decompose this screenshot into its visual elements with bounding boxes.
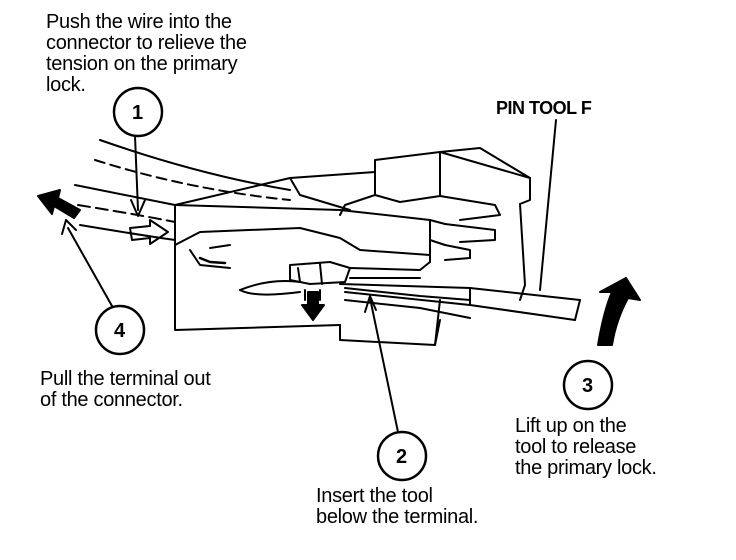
step-1-number: 1 [132, 102, 143, 124]
pin-tool-label: PIN TOOL F [496, 98, 592, 118]
step-4-number: 4 [114, 320, 126, 342]
step-1-caption: Push the wire into the connector to reli… [46, 11, 247, 96]
step-3-marker [562, 277, 641, 411]
step-4-marker [37, 189, 146, 356]
step-4-caption: Pull the terminal out of the connector. [40, 368, 211, 411]
tool-leader-line [539, 119, 557, 291]
pin-tool [339, 283, 581, 321]
connector-housing [174, 147, 531, 346]
step-2-number: 2 [396, 446, 407, 468]
step-2-caption: Insert the tool below the terminal. [316, 485, 479, 528]
wire-bundle [74, 139, 291, 241]
step-3-caption: Lift up on the tool to release the prima… [515, 415, 657, 479]
step-3-number: 3 [582, 375, 593, 397]
step-1-marker [112, 86, 169, 245]
step-2-marker [301, 289, 428, 482]
